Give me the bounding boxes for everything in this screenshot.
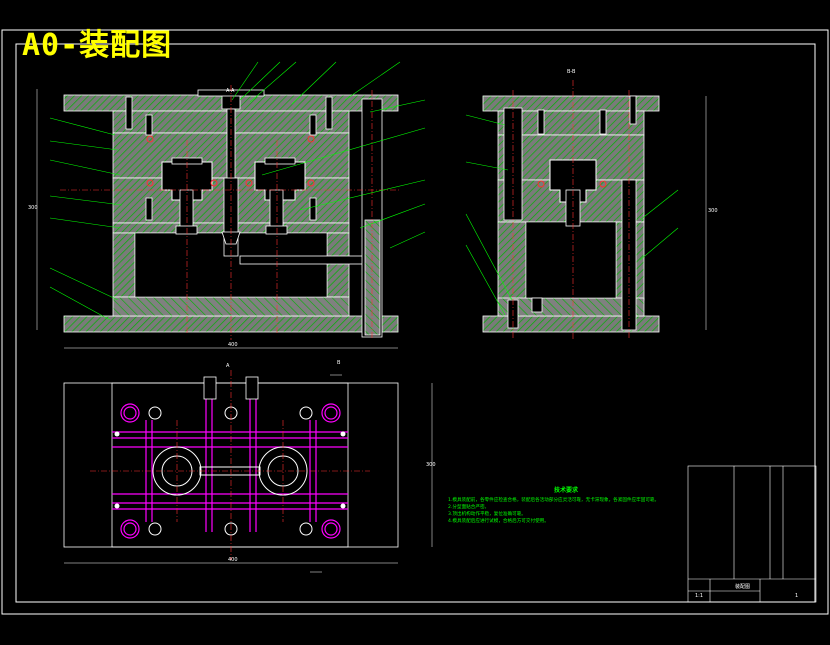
side-height-dim: 300 bbox=[708, 208, 718, 214]
main-height-dim: 300 bbox=[28, 205, 38, 211]
notes-heading: 技术要求 bbox=[553, 487, 578, 494]
title-block-scale: 1:1 bbox=[695, 593, 704, 599]
title-block-name: 装配图 bbox=[735, 584, 751, 590]
section-label-main: A-A bbox=[226, 88, 235, 94]
note-line: 2.分型面贴合严密。 bbox=[448, 505, 490, 510]
plan-view bbox=[63, 370, 433, 573]
outer-frame bbox=[1, 29, 829, 615]
title-block-sheet: 1 bbox=[795, 593, 799, 599]
section-label-side: B-B bbox=[567, 69, 576, 75]
note-line: 4.模具装配后应进行试模，合格后方可交付使用。 bbox=[448, 519, 549, 524]
plan-width-dim: 400 bbox=[228, 557, 238, 563]
section-label-plan-b: B bbox=[337, 360, 341, 366]
note-line: 1.模具装配前，各零件应检查合格，装配后各活动部分应灵活可靠，无卡滞现象，各紧固… bbox=[448, 498, 660, 503]
plan-height-dim: 300 bbox=[426, 462, 436, 468]
side-view bbox=[465, 80, 707, 340]
section-label-plan-a: A bbox=[226, 363, 230, 369]
title-block bbox=[687, 465, 817, 603]
technical-notes: 技术要求 1.模具装配前，各零件应检查合格，装配后各活动部分应灵活可靠，无卡滞现… bbox=[448, 487, 684, 525]
note-line: 3.顶出机构动作平稳，复位准确可靠。 bbox=[448, 512, 526, 517]
front-view bbox=[36, 61, 426, 349]
drawing-title: A0-装配图 bbox=[22, 28, 173, 63]
inner-frame bbox=[15, 43, 816, 603]
main-width-dim: 400 bbox=[228, 342, 238, 348]
